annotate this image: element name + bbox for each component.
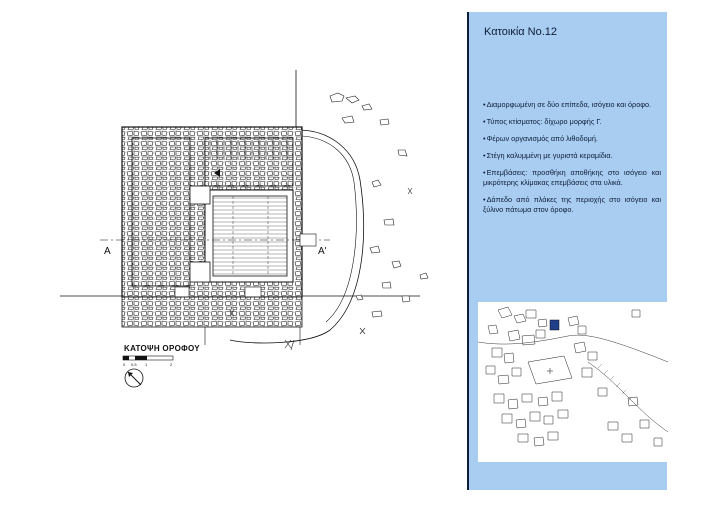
room-left xyxy=(131,137,191,287)
highlighted-house xyxy=(549,319,560,331)
scale-tick-2: 2 xyxy=(170,362,173,367)
section-label-right: A' xyxy=(318,246,327,257)
north-arrow-icon xyxy=(124,368,144,388)
scale-tick-05: 0,5 xyxy=(131,362,137,367)
feature-item: Διαμορφωμένη σε δύο επίπεδα, ισόγειο και… xyxy=(483,100,661,110)
section-label-left: A xyxy=(104,246,111,257)
lane-curve xyxy=(229,129,365,344)
feature-item: Τύπος κτίσματος: δίχωρο μορφής Γ. xyxy=(483,117,661,127)
feature-item: Φέρων οργανισμός από λιθοδομή. xyxy=(483,134,661,144)
surrounding-rocks xyxy=(329,92,429,318)
floor-plan-drawing: A A' ΚΑΤΟΨΗ ΟΡΟΦΟΥ 0 0,5 1 2 xyxy=(60,70,429,388)
scale-tick-1: 1 xyxy=(145,362,148,367)
feature-list: Διαμορφωμένη σε δύο επίπεδα, ισόγειο και… xyxy=(483,100,661,222)
feature-item: Στέγη καλυμμένη με γυριστά κεραμίδια. xyxy=(483,151,661,161)
staircase xyxy=(209,140,288,160)
feature-item: Επεμβάσεις: προσθήκη αποθήκης στο ισόγει… xyxy=(483,168,661,188)
site-location-map xyxy=(477,302,669,462)
panel-divider xyxy=(467,12,469,490)
feature-item: Δάπεδο από πλάκες της περιοχής στο ισόγε… xyxy=(483,195,661,215)
room-main-wood-floor xyxy=(212,195,288,277)
floor-plan-svg xyxy=(60,70,429,388)
panel-title: Κατοικία No.12 xyxy=(484,26,558,38)
scale-bar xyxy=(122,355,174,361)
site-map-svg xyxy=(477,306,669,447)
scale-tick-0: 0 xyxy=(123,362,126,367)
plan-title: ΚΑΤΟΨΗ ΟΡΟΦΟΥ xyxy=(124,344,200,353)
